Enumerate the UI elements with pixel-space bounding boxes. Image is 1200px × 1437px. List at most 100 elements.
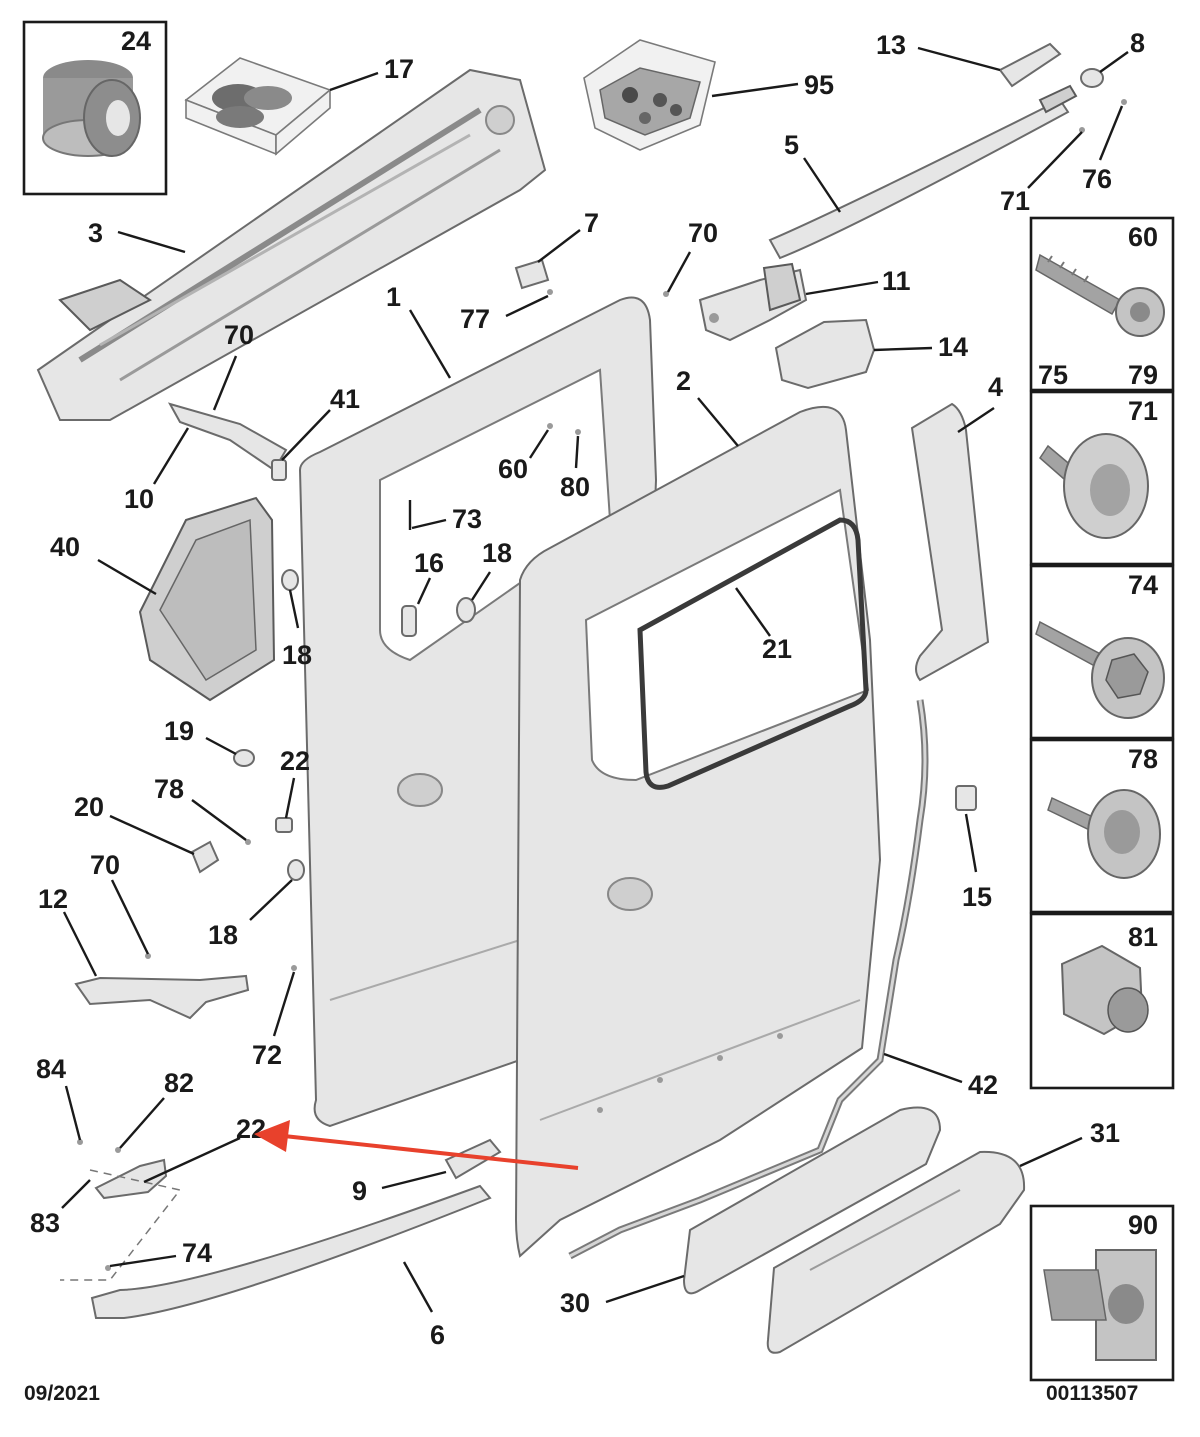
callout-1: 1 [386, 282, 401, 312]
callout-15: 15 [962, 882, 992, 912]
box-74-number: 74 [1128, 570, 1158, 600]
part-16-plug [401, 605, 417, 637]
box-60-number: 60 [1128, 222, 1158, 252]
fastener-box-81: 81 [1029, 912, 1175, 1090]
callout-8: 8 [1130, 28, 1145, 58]
box-24-number: 24 [121, 26, 151, 56]
callout-22-lower: 22 [236, 1114, 266, 1144]
fastener-box-78: 78 [1029, 738, 1175, 914]
callout-60: 60 [498, 454, 528, 484]
part-40-regulator [138, 496, 276, 702]
callout-20: 20 [74, 792, 104, 822]
callout-70-top: 70 [688, 218, 718, 248]
part-14-cover [774, 318, 876, 390]
part-11-hinge [698, 262, 808, 342]
callout-30: 30 [560, 1288, 590, 1318]
part-18-plug-a [456, 597, 476, 623]
bolt-60-icon [1035, 253, 1165, 337]
callout-13: 13 [876, 30, 906, 60]
callout-76: 76 [1082, 164, 1112, 194]
part-8-cap [1080, 68, 1104, 88]
callout-74: 74 [182, 1238, 212, 1268]
callout-10: 10 [124, 484, 154, 514]
part-4-pillar-trim [910, 402, 990, 682]
part-42-seal-strip [568, 699, 929, 1260]
part-20-lock [190, 840, 220, 874]
box-81-number: 81 [1128, 922, 1158, 952]
part-7-clip [514, 258, 550, 290]
part-6-lower-rail [90, 1184, 492, 1319]
part-31-lower-trim [766, 1150, 1026, 1354]
bolt-78-icon [1047, 789, 1161, 879]
callout-40: 40 [50, 532, 80, 562]
box-75-number: 75 [1038, 360, 1068, 390]
callout-31: 31 [1090, 1118, 1120, 1148]
part-15-clip [955, 785, 977, 811]
callout-7: 7 [584, 208, 599, 238]
callout-80: 80 [560, 472, 590, 502]
callout-18-center: 18 [482, 538, 512, 568]
red-arrow-annotation [254, 1120, 579, 1170]
part-41-clip [271, 459, 287, 481]
part-18-plug-c [287, 859, 305, 881]
callout-6: 6 [430, 1320, 445, 1350]
part-3-rail [36, 68, 547, 421]
callout-18-left-bottom: 18 [208, 920, 238, 950]
callout-42: 42 [968, 1070, 998, 1100]
callout-95: 95 [804, 70, 834, 100]
callout-17: 17 [384, 54, 414, 84]
callout-19: 19 [164, 716, 194, 746]
callout-70-lower: 70 [90, 850, 120, 880]
callout-73: 73 [452, 504, 482, 534]
part-5-upper-rail [768, 84, 1078, 260]
pushpin-71-icon [1039, 433, 1149, 539]
nut-81-icon [1060, 944, 1149, 1036]
fastener-box-74: 74 [1029, 564, 1175, 740]
callout-11: 11 [882, 266, 911, 296]
part-19-plug [233, 749, 255, 767]
callout-9: 9 [352, 1176, 367, 1206]
fastener-box-71: 71 [1029, 390, 1175, 566]
cage-nut-90-icon [1043, 1249, 1157, 1361]
callout-14: 14 [938, 332, 968, 362]
part-9-lower-rail-end [444, 1138, 502, 1180]
callout-72: 72 [252, 1040, 282, 1070]
fastener-box-90: 90 [1029, 1204, 1175, 1382]
part-17-pad [184, 57, 332, 156]
part-12-hinge-arm [74, 974, 250, 1020]
callout-83: 83 [30, 1208, 60, 1238]
callout-84: 84 [36, 1054, 66, 1084]
bushing-24-icon [42, 60, 141, 157]
box-71-number: 71 [1128, 396, 1158, 426]
callout-18-left-top: 18 [282, 640, 312, 670]
callout-5: 5 [784, 130, 799, 160]
part-18-plug-b [281, 569, 299, 591]
bolt-74-icon [1035, 620, 1165, 719]
callout-16: 16 [414, 548, 444, 578]
callout-70-left: 70 [224, 320, 254, 350]
fastener-box-24: 24 [22, 20, 168, 196]
part-lower-hinge [60, 1158, 182, 1281]
callout-21: 21 [762, 634, 792, 664]
part-10-bracket [167, 402, 288, 472]
part-13-clip [998, 42, 1062, 88]
callout-71: 71 [1000, 186, 1030, 216]
box-90-number: 90 [1128, 1210, 1158, 1240]
part-95-kit [583, 39, 716, 151]
box-78-number: 78 [1128, 744, 1158, 774]
box-79-number: 79 [1128, 360, 1158, 390]
diagram-reference: 00113507 [1046, 1382, 1138, 1405]
callout-22-upper: 22 [280, 746, 310, 776]
callout-12: 12 [38, 884, 68, 914]
diagram-date: 09/2021 [24, 1382, 100, 1405]
callout-78: 78 [154, 774, 184, 804]
part-21-window-seal [637, 517, 869, 790]
callout-41: 41 [330, 384, 360, 414]
callout-82: 82 [164, 1068, 194, 1098]
callout-4: 4 [988, 372, 1003, 402]
fastener-box-60: 60 75 79 [1029, 216, 1175, 392]
part-2-door-panel [514, 405, 882, 1258]
callout-3: 3 [88, 218, 103, 248]
callout-77: 77 [460, 304, 490, 334]
